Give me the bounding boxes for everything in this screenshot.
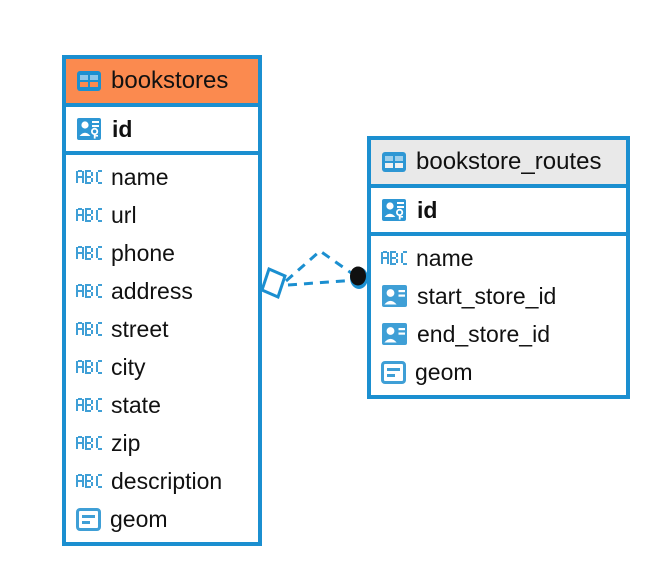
field-label: name [111, 163, 169, 190]
relationship-lines [285, 249, 358, 287]
field-row-name[interactable]: name [66, 158, 258, 196]
field-row-primary-key[interactable]: id [66, 107, 258, 151]
foreign-key-icon [381, 322, 408, 346]
field-row-state[interactable]: state [66, 386, 258, 424]
field-label: geom [110, 505, 168, 532]
entity-bookstores[interactable]: bookstores id [62, 55, 262, 546]
field-row-primary-key[interactable]: id [371, 188, 626, 232]
field-row-description[interactable]: description [66, 462, 258, 500]
string-type-icon [76, 398, 102, 412]
table-icon [76, 70, 102, 92]
field-label: state [111, 391, 161, 418]
string-type-icon [76, 208, 102, 222]
string-type-icon [76, 284, 102, 298]
field-row-url[interactable]: url [66, 196, 258, 234]
entity-bookstore-routes[interactable]: bookstore_routes id [367, 136, 630, 399]
field-row-geom[interactable]: geom [66, 500, 258, 538]
field-label: city [111, 353, 146, 380]
field-label: name [416, 244, 474, 271]
diamond-endpoint[interactable] [260, 266, 287, 300]
geometry-type-icon [381, 360, 406, 384]
field-row-end-store-id[interactable]: end_store_id [371, 315, 626, 353]
primary-key-section: id [371, 184, 626, 236]
primary-key-section: id [66, 103, 258, 155]
field-row-street[interactable]: street [66, 310, 258, 348]
field-label: address [111, 277, 193, 304]
field-label: start_store_id [417, 282, 557, 309]
string-type-icon [76, 436, 102, 450]
foreign-key-icon [381, 284, 408, 308]
field-row-name[interactable]: name [371, 239, 626, 277]
geometry-type-icon [76, 507, 101, 531]
field-row-zip[interactable]: zip [66, 424, 258, 462]
field-list: name start_store_id [371, 236, 626, 395]
field-row-city[interactable]: city [66, 348, 258, 386]
field-label: geom [415, 358, 473, 385]
entity-title: bookstores [111, 67, 229, 94]
field-row-address[interactable]: address [66, 272, 258, 310]
field-row-geom[interactable]: geom [371, 353, 626, 391]
primary-key-icon [76, 116, 103, 142]
primary-key-icon [381, 197, 408, 223]
string-type-icon [76, 360, 102, 374]
field-label: id [112, 115, 133, 142]
field-label: phone [111, 239, 175, 266]
field-row-start-store-id[interactable]: start_store_id [371, 277, 626, 315]
field-label: description [111, 467, 223, 494]
field-row-phone[interactable]: phone [66, 234, 258, 272]
entity-header: bookstores [66, 59, 258, 103]
table-icon [381, 151, 407, 173]
field-label: id [417, 196, 438, 223]
field-label: street [111, 315, 169, 342]
field-list: name url [66, 155, 258, 542]
field-label: zip [111, 429, 141, 456]
relationship-line-upper [285, 249, 358, 283]
string-type-icon [76, 246, 102, 260]
string-type-icon [76, 474, 102, 488]
entity-header: bookstore_routes [371, 140, 626, 184]
field-label: end_store_id [417, 320, 550, 347]
filled-circle-endpoint[interactable] [350, 266, 368, 290]
string-type-icon [76, 322, 102, 336]
string-type-icon [76, 170, 102, 184]
relationship-line-middle [287, 278, 357, 287]
string-type-icon [381, 251, 407, 265]
field-label: url [111, 201, 137, 228]
entity-title: bookstore_routes [416, 148, 602, 175]
